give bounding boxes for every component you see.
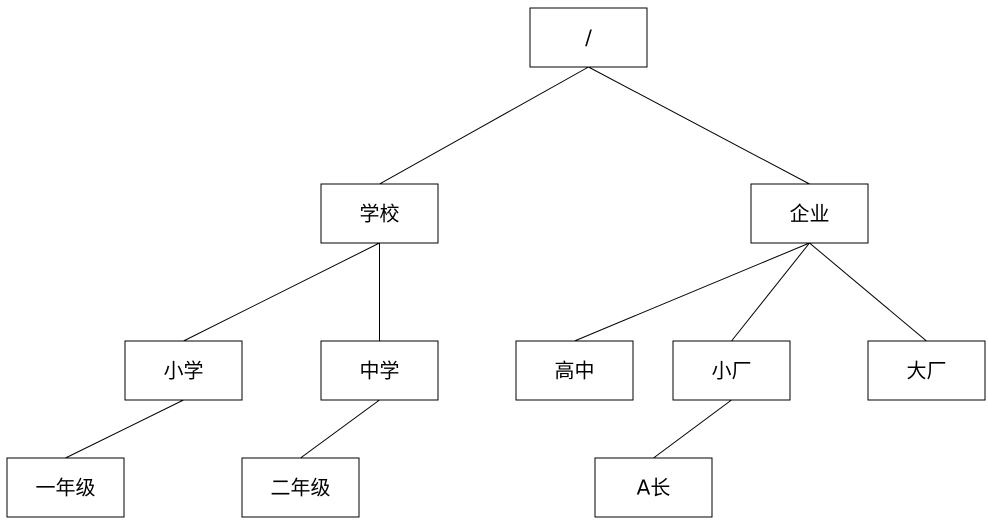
node-middle-box: [320, 340, 439, 401]
edge-enterprise-small_factory: [731, 242, 810, 342]
node-high: 高中: [515, 340, 634, 401]
edge-school-primary: [183, 242, 380, 342]
node-enterprise: 企业: [750, 183, 869, 244]
node-grade-one: 一年级: [6, 457, 125, 518]
node-grade-two-label: 二年级: [271, 476, 331, 500]
node-a-chief: A长: [594, 457, 713, 518]
node-primary: 小学: [124, 340, 243, 401]
node-enterprise-label: 企业: [790, 202, 830, 226]
node-root-box: [529, 7, 648, 68]
node-grade-two-box: [241, 457, 360, 518]
node-small-factory: 小厂: [672, 340, 791, 401]
edge-enterprise-high: [574, 242, 810, 342]
node-grade-two: 二年级: [241, 457, 360, 518]
node-root: /: [529, 7, 648, 68]
node-school-label: 学校: [360, 202, 400, 226]
node-big-factory-label: 大厂: [907, 359, 947, 383]
edge-middle-grade_two: [300, 399, 380, 459]
edge-enterprise-big_factory: [809, 242, 927, 342]
node-primary-label: 小学: [164, 359, 204, 383]
node-middle: 中学: [320, 340, 439, 401]
node-middle-label: 中学: [360, 359, 400, 383]
node-a-chief-box: [594, 457, 713, 518]
edges: [65, 66, 927, 459]
node-small-factory-label: 小厂: [712, 359, 752, 383]
node-high-box: [515, 340, 634, 401]
node-primary-box: [124, 340, 243, 401]
node-school-box: [320, 183, 439, 244]
node-grade-one-label: 一年级: [36, 476, 96, 500]
node-big-factory-box: [867, 340, 986, 401]
edge-root-school: [379, 66, 589, 185]
edge-root-enterprise: [588, 66, 810, 185]
node-small-factory-box: [672, 340, 791, 401]
node-enterprise-box: [750, 183, 869, 244]
node-grade-one-box: [6, 457, 125, 518]
edge-primary-grade_one: [65, 399, 184, 459]
node-a-chief-label: A长: [637, 476, 671, 500]
node-high-label: 高中: [555, 359, 595, 383]
edge-small_factory-a_chief: [653, 399, 732, 459]
node-big-factory: 大厂: [867, 340, 986, 401]
node-school: 学校: [320, 183, 439, 244]
node-root-label: /: [585, 26, 592, 50]
